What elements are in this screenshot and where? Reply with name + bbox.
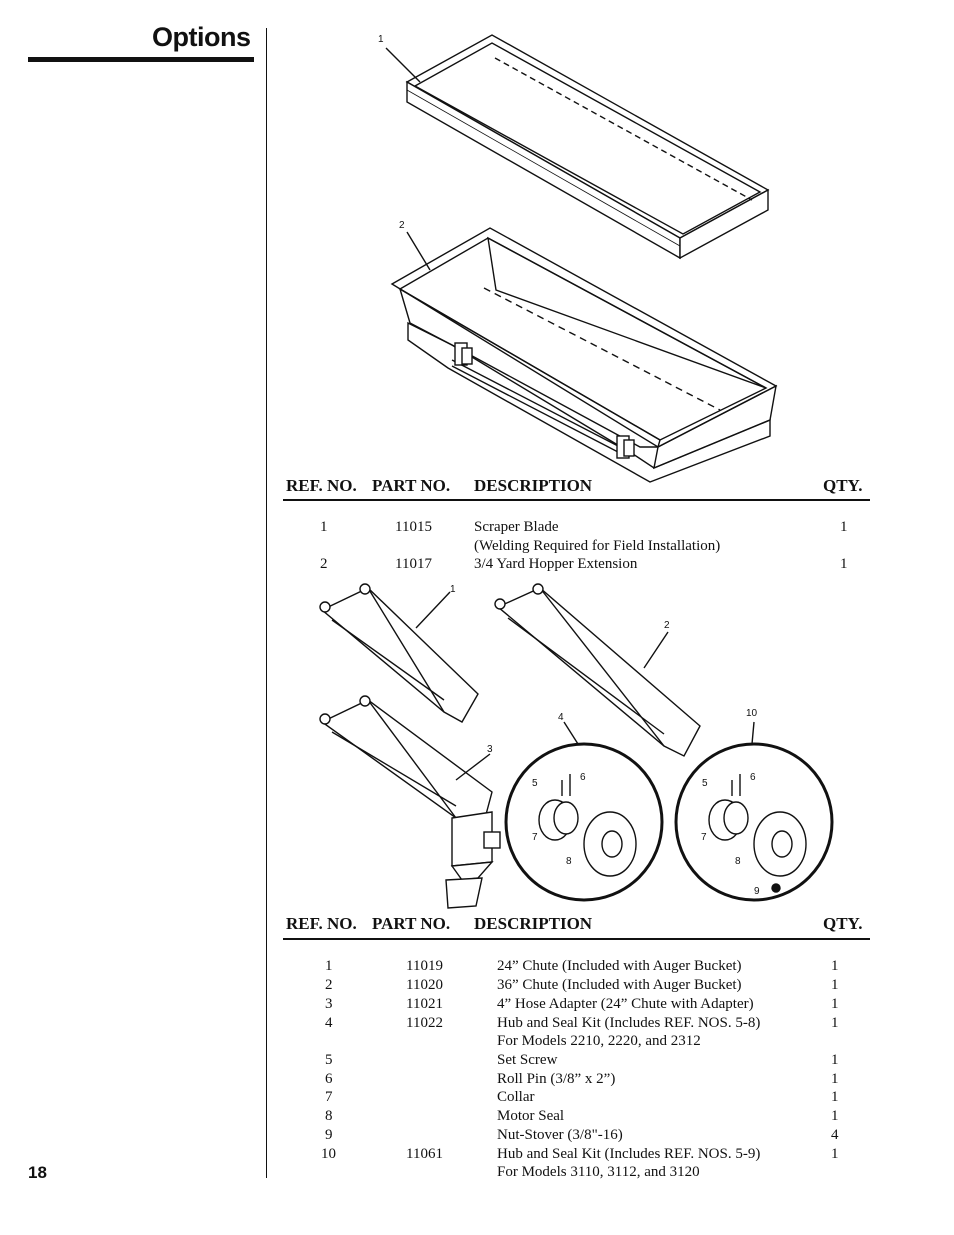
table-cell-ref: 2 [325, 977, 333, 993]
table-cell-qty: 1 [831, 1089, 839, 1105]
table-cell-ref: 5 [325, 1052, 333, 1068]
table-cell-desc: Nut-Stover (3/8"-16) [497, 1127, 623, 1143]
table-cell-ref: 6 [325, 1071, 333, 1087]
table-cell-qty: 1 [840, 519, 848, 535]
chute-36-drawing [494, 583, 701, 757]
table-cell-qty: 4 [831, 1127, 839, 1143]
callout-label: 1 [450, 584, 456, 595]
col-qty-header: QTY. [823, 914, 863, 933]
callout-label: 6 [750, 772, 756, 783]
table-cell-desc: (Welding Required for Field Installation… [474, 538, 721, 554]
table-cell-qty: 1 [831, 977, 839, 993]
table-cell-ref: 7 [325, 1089, 333, 1105]
table-cell-qty: 1 [831, 1015, 839, 1031]
table-cell-part: 11015 [395, 519, 432, 535]
table-cell-part: 11022 [406, 1015, 443, 1031]
table-cell-desc: 3/4 Yard Hopper Extension [474, 556, 638, 572]
callout-label: 2 [399, 220, 405, 231]
col-desc-header: DESCRIPTION [474, 914, 593, 933]
table-cell-part: 11019 [406, 958, 443, 974]
callout-label: 4 [558, 712, 564, 723]
table-cell-qty: 1 [831, 996, 839, 1012]
table1-rule [283, 499, 870, 501]
col-part-header: PART NO. [372, 914, 451, 933]
table-cell-desc: Set Screw [497, 1052, 558, 1068]
page-number: 18 [28, 1163, 47, 1182]
col-ref-header: REF. NO. [286, 914, 357, 933]
table-cell-part: 11020 [406, 977, 443, 993]
table-cell-desc: 4” Hose Adapter (24” Chute with Adapter) [497, 996, 754, 1012]
col-desc-header: DESCRIPTION [474, 476, 593, 495]
callout-label: 8 [566, 856, 572, 867]
table-cell-ref: 1 [325, 958, 333, 974]
callout-label: 2 [664, 620, 670, 631]
title-underline [28, 57, 254, 62]
table-cell-part: 11061 [406, 1146, 443, 1162]
callout-label: 8 [735, 856, 741, 867]
chute-hose-adapter-drawing [319, 695, 501, 909]
callout-label: 7 [532, 832, 538, 843]
table-cell-ref: 9 [325, 1127, 333, 1143]
table-cell-desc: Roll Pin (3/8” x 2”) [497, 1071, 616, 1087]
table-cell-ref: 10 [321, 1146, 336, 1162]
col-part-header: PART NO. [372, 476, 451, 495]
table-cell-desc: 24” Chute (Included with Auger Bucket) [497, 958, 742, 974]
table-cell-desc: For Models 2210, 2220, and 2312 [497, 1033, 701, 1049]
table-cell-desc: Hub and Seal Kit (Includes REF. NOS. 5-9… [497, 1146, 761, 1162]
table-cell-desc: Hub and Seal Kit (Includes REF. NOS. 5-8… [497, 1015, 761, 1031]
callout-label: 7 [701, 832, 707, 843]
table-cell-ref: 1 [320, 519, 328, 535]
table-cell-qty: 1 [831, 1146, 839, 1162]
table-cell-ref: 4 [325, 1015, 333, 1031]
table-cell-qty: 1 [831, 1052, 839, 1068]
table-cell-part: 11017 [395, 556, 432, 572]
table-cell-ref: 2 [320, 556, 328, 572]
callout-leader-1 [385, 47, 421, 83]
table2-rule [283, 938, 870, 940]
callout-label: 1 [378, 34, 384, 45]
scraper-blade-drawing [405, 34, 770, 260]
chute-24-drawing [319, 583, 479, 723]
hopper-extension-drawing [390, 227, 778, 483]
callout-leader-2 [406, 231, 431, 271]
table-cell-desc: For Models 3110, 3112, and 3120 [497, 1164, 700, 1180]
callout-label: 5 [702, 778, 708, 789]
table-cell-part: 11021 [406, 996, 443, 1012]
col-qty-header: QTY. [823, 476, 863, 495]
table-cell-qty: 1 [831, 1108, 839, 1124]
table-cell-ref: 3 [325, 996, 333, 1012]
hub-seal-kit-4-drawing [504, 742, 664, 902]
callout-label: 3 [487, 744, 493, 755]
callout-label: 6 [580, 772, 586, 783]
table-cell-qty: 1 [831, 958, 839, 974]
table-cell-desc: Motor Seal [497, 1108, 565, 1124]
table-cell-qty: 1 [840, 556, 848, 572]
table-cell-desc: Collar [497, 1089, 535, 1105]
table-cell-ref: 8 [325, 1108, 333, 1124]
table-cell-qty: 1 [831, 1071, 839, 1087]
table-cell-desc: 36” Chute (Included with Auger Bucket) [497, 977, 742, 993]
callout-label: 5 [532, 778, 538, 789]
hub-seal-kit-10-drawing [674, 742, 834, 902]
callout-label: 9 [754, 886, 760, 897]
vertical-divider [266, 28, 267, 1178]
col-ref-header: REF. NO. [286, 476, 357, 495]
table-cell-desc: Scraper Blade [474, 519, 559, 535]
callout-label: 10 [746, 708, 758, 719]
page-title: Options [152, 22, 251, 52]
